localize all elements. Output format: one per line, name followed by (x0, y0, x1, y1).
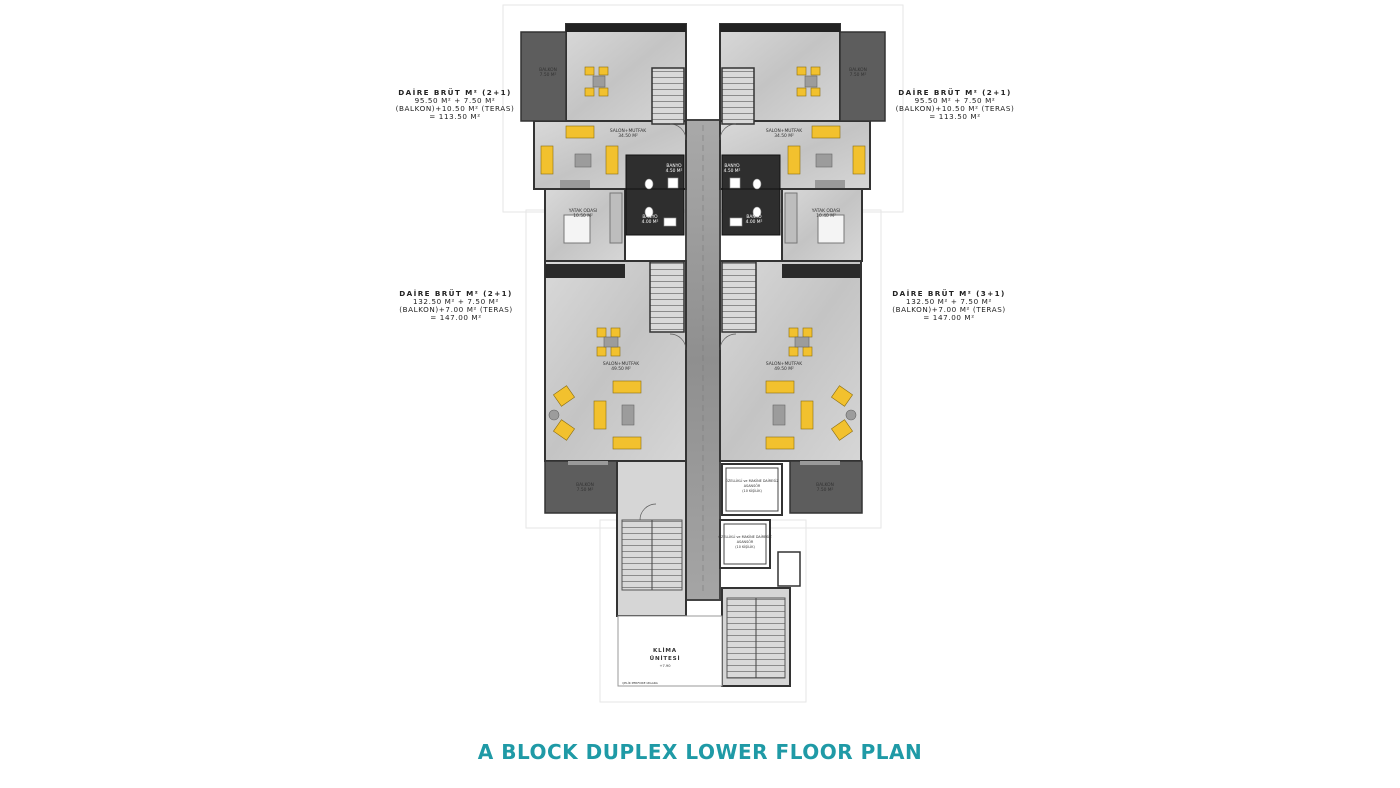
unit-area-line2: (BALKON)+7.00 M² (TERAS) (399, 305, 513, 314)
shaft (777, 551, 801, 587)
unit-area-line2: (BALKON)+10.50 M² (TERAS) (395, 104, 515, 113)
unit-top-left (520, 23, 687, 190)
room-salon-bl-name: SALON+MUTFAK (603, 361, 639, 367)
elevator2-line1: ÖZELLİKLİ ve MAKİNE DAİRESİZ (718, 534, 772, 539)
elevator1-line1: ÖZELLİKLİ ve MAKİNE DAİRESİZ (725, 478, 779, 483)
unit-title: DAİRE BRÜT M² (2+1) (898, 88, 1012, 97)
unit-bottom-right (719, 260, 863, 514)
room-banyo2-l-area: 4.00 M² (642, 219, 659, 225)
klima-line1: KLİMA (653, 647, 677, 654)
unit-area-line1: 132.50 M² + 7.50 M² (413, 297, 499, 306)
klima-note: ÇELİK PERFORE IZGARA (622, 680, 659, 685)
room-salon-tl-area: 34.50 M² (618, 133, 638, 139)
stair-top-right (721, 67, 755, 125)
unit-area-line1: 95.50 M² + 7.50 M² (914, 96, 996, 105)
tables (548, 75, 857, 426)
room-banyo1-r-area: 4.50 M² (724, 168, 741, 174)
room-salon-tr-area: 34.50 M² (774, 133, 794, 139)
unit-area-total: = 147.00 M² (923, 313, 975, 322)
room-balkon-tl-area: 7.50 M² (540, 72, 557, 78)
elevator-2 (719, 519, 771, 569)
elevator2-line2: ASANSÖR (737, 539, 754, 544)
unit-label-bottom-left: DAİRE BRÜT M² (2+1) 132.50 M² + 7.50 M² … (371, 290, 541, 322)
unit-area-line1: 95.50 M² + 7.50 M² (414, 96, 496, 105)
unit-area-line1: 132.50 M² + 7.50 M² (906, 297, 992, 306)
stair-top-left (651, 67, 685, 125)
room-labels: BALKON 7.50 M² BALKON 7.50 M² SALON+MUTF… (539, 67, 867, 685)
room-yatak-r-area: 10.40 M² (816, 213, 836, 219)
plan-title: A BLOCK DUPLEX LOWER FLOOR PLAN (477, 740, 923, 764)
room-balkon-tr-name: BALKON (849, 67, 867, 73)
stair-mid-right (721, 261, 757, 333)
room-salon-tr-name: SALON+MUTFAK (766, 128, 802, 134)
unit-area-total: = 113.50 M² (429, 112, 481, 121)
room-balkon-bl-name: BALKON (576, 482, 594, 488)
middle-left (544, 188, 685, 262)
unit-area-total: = 147.00 M² (430, 313, 482, 322)
balcony-bottom-right (789, 460, 863, 514)
room-balkon-bl-area: 7.50 M² (577, 487, 594, 493)
room-yatak-r-name: YATAK ODASI (811, 208, 840, 214)
room-salon-tl-name: SALON+MUTFAK (610, 128, 646, 134)
unit-top-right (719, 23, 886, 190)
elevator1-line2: ASANSÖR (744, 483, 761, 488)
stair-core-left (616, 460, 687, 617)
room-banyo1-l-area: 4.50 M² (666, 168, 683, 174)
klima-level: +7.90 (659, 664, 671, 668)
room-banyo1-l-name: BANYO (666, 163, 682, 169)
room-salon-br-name: SALON+MUTFAK (766, 361, 802, 367)
elevator-1 (721, 463, 783, 516)
furniture (540, 66, 866, 450)
balcony-top-left (520, 31, 567, 122)
unit-title: DAİRE BRÜT M² (2+1) (398, 88, 512, 97)
room-salon-bl-area: 49.50 M² (611, 366, 631, 372)
room-banyo2-l-name: BANYO (642, 214, 658, 220)
room-banyo2-r-area: 4.00 M² (746, 219, 763, 225)
elevator2-line3: (10 KİŞİLİK) (735, 544, 755, 549)
doors (639, 123, 737, 521)
klima-line2: ÜNİTESİ (650, 655, 681, 662)
stair-mid-left (649, 261, 685, 333)
room-banyo2-r-name: BANYO (746, 214, 762, 220)
unit-area-total: = 113.50 M² (929, 112, 981, 121)
room-banyo1-r-name: BANYO (724, 163, 740, 169)
stair-core-right (721, 587, 791, 687)
room-yatak-l-area: 10.50 M² (573, 213, 593, 219)
room-balkon-tr-area: 7.50 M² (850, 72, 867, 78)
room-salon-br-area: 49.50 M² (774, 366, 794, 372)
balcony-bottom-left (544, 460, 618, 514)
elevator1-line3: (10 KİŞİLİK) (742, 488, 762, 493)
unit-area-line2: (BALKON)+7.00 M² (TERAS) (892, 305, 1006, 314)
balcony-top-right (839, 31, 886, 122)
unit-label-top-right: DAİRE BRÜT M² (2+1) 95.50 M² + 7.50 M² (… (870, 89, 1040, 121)
unit-label-top-left: DAİRE BRÜT M² (2+1) 95.50 M² + 7.50 M² (… (370, 89, 540, 121)
room-balkon-br-area: 7.50 M² (817, 487, 834, 493)
middle-right (721, 188, 863, 262)
unit-area-line2: (BALKON)+10.50 M² (TERAS) (895, 104, 1015, 113)
room-yatak-l-name: YATAK ODASI (568, 208, 597, 214)
klima-area (617, 615, 723, 687)
unit-title: DAİRE BRÜT M² (3+1) (892, 289, 1006, 298)
bath-fixtures (644, 177, 762, 227)
unit-title: DAİRE BRÜT M² (2+1) (399, 289, 513, 298)
unit-label-bottom-right: DAİRE BRÜT M² (3+1) 132.50 M² + 7.50 M² … (864, 290, 1034, 322)
room-balkon-tl-name: BALKON (539, 67, 557, 73)
room-balkon-br-name: BALKON (816, 482, 834, 488)
